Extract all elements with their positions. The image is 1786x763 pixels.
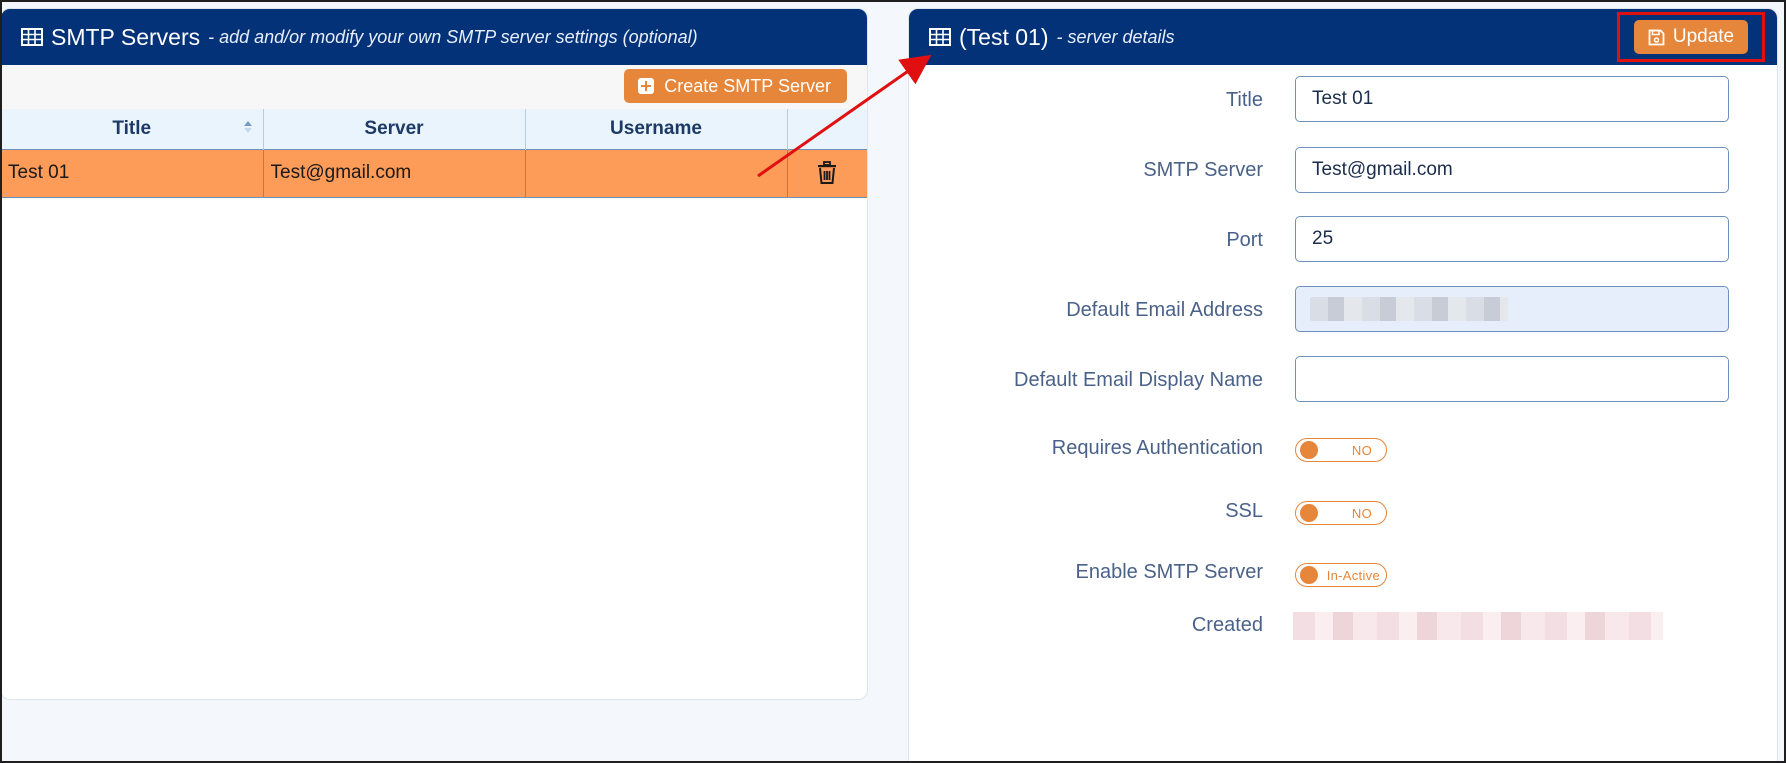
smtp-server-label: SMTP Server <box>1143 159 1263 181</box>
server-details-header: (Test 01) - server details Update <box>909 9 1777 65</box>
title-label: Title <box>1225 89 1263 111</box>
panel-subtitle: - server details <box>1056 26 1175 47</box>
enable-smtp-toggle[interactable]: In-Active <box>1295 563 1387 587</box>
grid-icon <box>21 28 43 46</box>
server-details-panel: (Test 01) - server details Update Title … <box>908 8 1778 763</box>
default-email-field[interactable] <box>1295 286 1729 332</box>
panel-subtitle: - add and/or modify your own SMTP server… <box>208 26 698 47</box>
toggle-state: In-Active <box>1326 568 1380 583</box>
cell-server[interactable]: Test@gmail.com <box>263 148 526 198</box>
cell-username[interactable] <box>525 148 788 198</box>
column-header-actions <box>787 109 867 149</box>
title-input[interactable] <box>1295 76 1729 122</box>
trash-icon[interactable] <box>816 161 838 185</box>
update-button-label: Update <box>1672 26 1735 47</box>
toggle-state: NO <box>1351 443 1372 458</box>
create-smtp-server-button[interactable]: Create SMTP Server <box>624 69 847 103</box>
ssl-toggle[interactable]: NO <box>1295 501 1387 525</box>
enable-smtp-label: Enable SMTP Server <box>1075 561 1264 583</box>
table-header-row: Title Server Username <box>1 109 867 149</box>
requires-auth-toggle[interactable]: NO <box>1295 438 1387 462</box>
table-row[interactable]: Test 01 Test@gmail.com <box>1 148 867 198</box>
toggle-knob <box>1300 504 1318 522</box>
cell-actions <box>787 148 867 198</box>
smtp-server-input[interactable] <box>1295 147 1729 193</box>
display-name-input[interactable] <box>1295 356 1729 402</box>
smtp-servers-table: Title Server Username Test 01 Test@gmail… <box>1 109 867 198</box>
save-icon <box>1648 29 1665 45</box>
grid-icon <box>929 28 951 46</box>
smtp-servers-header: SMTP Servers - add and/or modify your ow… <box>1 9 867 65</box>
redacted-created-date <box>1293 612 1663 640</box>
panel-title: SMTP Servers <box>51 23 201 50</box>
plus-icon <box>638 78 655 94</box>
column-header-username[interactable]: Username <box>525 109 788 149</box>
display-name-label: Default Email Display Name <box>1014 369 1263 391</box>
created-label: Created <box>1191 614 1263 636</box>
create-button-label: Create SMTP Server <box>664 75 831 96</box>
requires-auth-label: Requires Authentication <box>1051 437 1263 459</box>
redacted-email <box>1310 297 1508 321</box>
column-header-title[interactable]: Title <box>1 109 264 149</box>
toggle-knob <box>1300 566 1318 584</box>
panel-title: (Test 01) <box>959 23 1049 50</box>
sort-icon[interactable] <box>243 121 253 135</box>
ssl-label: SSL <box>1225 500 1263 522</box>
toggle-state: NO <box>1351 506 1372 521</box>
toggle-knob <box>1300 441 1318 459</box>
cell-title[interactable]: Test 01 <box>1 148 264 198</box>
smtp-servers-panel: SMTP Servers - add and/or modify your ow… <box>0 8 868 700</box>
port-label: Port <box>1226 229 1263 251</box>
table-toolbar: Create SMTP Server <box>1 65 867 109</box>
port-input[interactable] <box>1295 216 1729 262</box>
default-email-label: Default Email Address <box>1066 299 1263 321</box>
column-header-server[interactable]: Server <box>263 109 526 149</box>
update-button[interactable]: Update <box>1634 20 1748 54</box>
update-button-highlight: Update <box>1617 12 1765 62</box>
